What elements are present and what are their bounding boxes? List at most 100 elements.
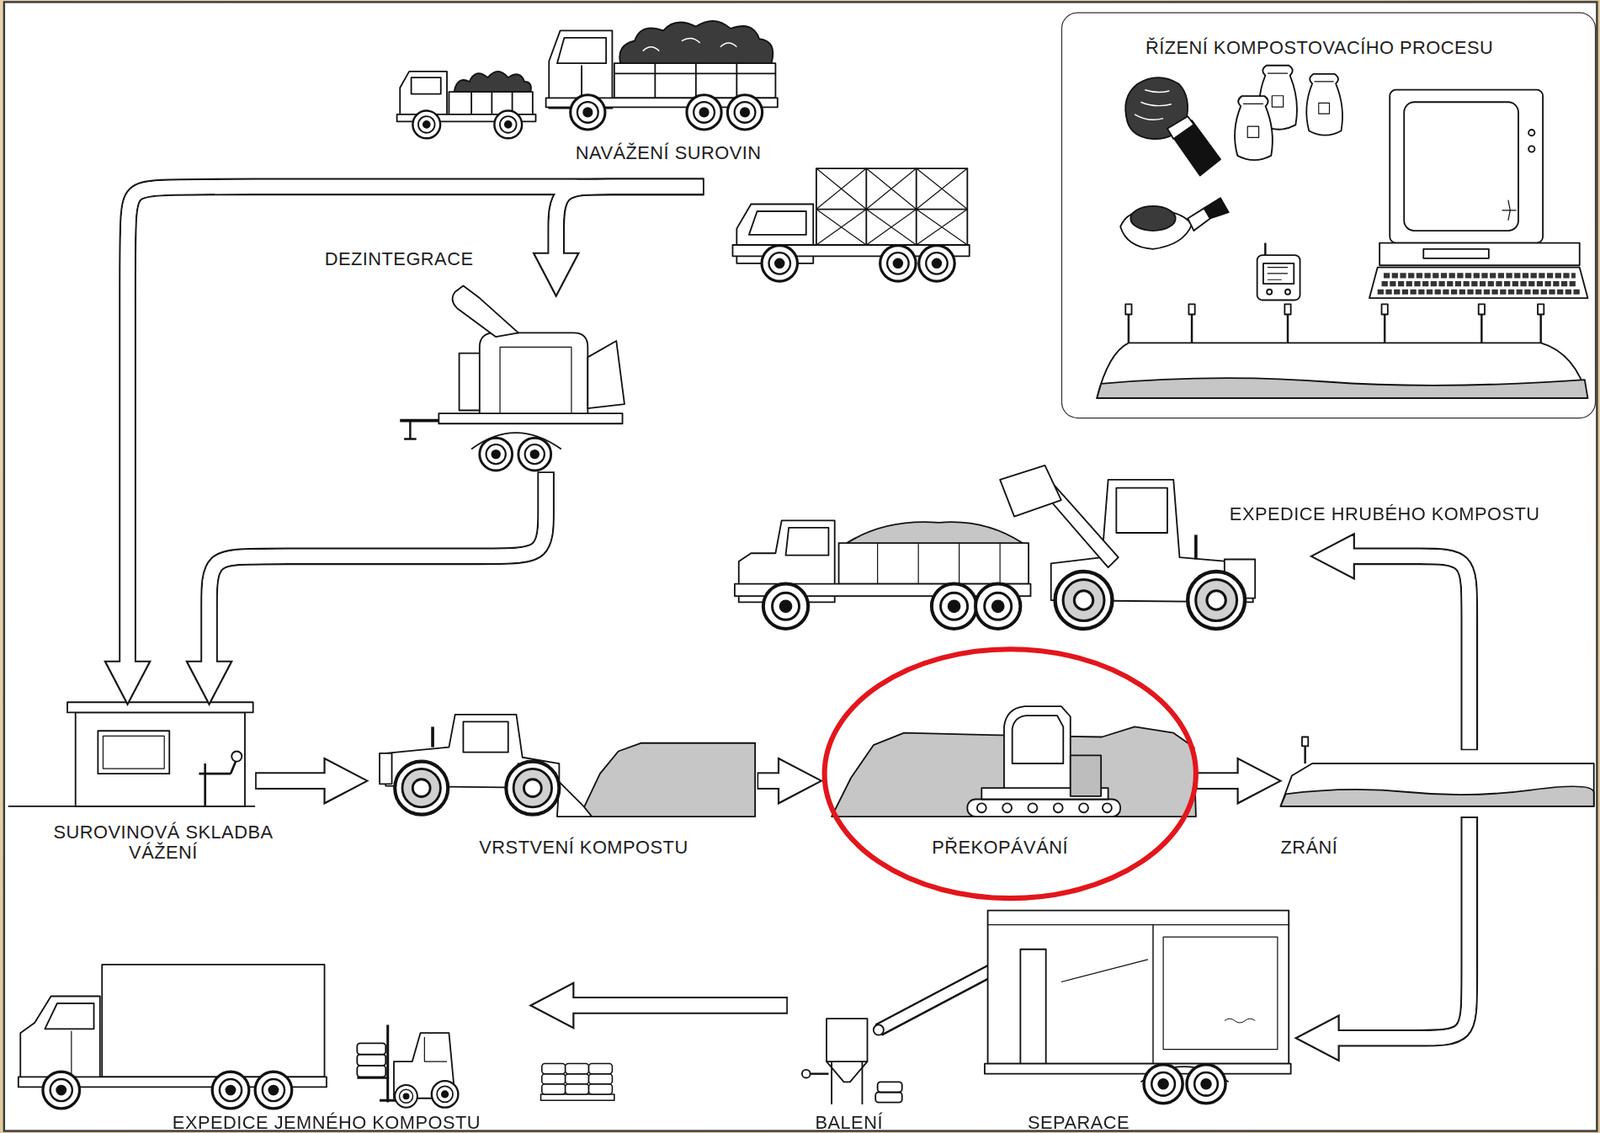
arrow-fill xyxy=(1350,556,1470,750)
box-truck xyxy=(749,211,807,235)
arrow-fill xyxy=(209,473,547,665)
stage-label: SUROVINOVÁ SKLADBA VÁŽENÍ xyxy=(25,821,301,863)
bagging-unit xyxy=(877,1081,903,1092)
small-truck xyxy=(397,71,537,139)
stage-label: PŘEKOPÁVÁNÍ xyxy=(786,836,1215,857)
delivery-truck xyxy=(42,1071,80,1109)
process-stage: VRSTVENÍ KOMPOSTU xyxy=(366,701,757,817)
wheel-loader xyxy=(379,753,393,784)
wheel-loader xyxy=(379,714,755,817)
delivery-truck xyxy=(18,964,327,1109)
weighing-office xyxy=(102,735,165,769)
stage-label: VRSTVENÍ KOMPOSTU xyxy=(369,836,798,857)
computer xyxy=(1502,200,1517,221)
arrow-head xyxy=(1296,1015,1340,1061)
flow-arrow xyxy=(1311,533,1470,750)
process-stage: NAVÁŽENÍ SUROVIN xyxy=(704,15,975,286)
wheel-loader xyxy=(1116,488,1168,533)
thermometer xyxy=(1285,289,1291,295)
stage-label: EXPEDICE JEMNÉHO KOMPOSTU xyxy=(111,1112,541,1133)
flow-arrow xyxy=(533,186,704,297)
process-stage: BALENÍ xyxy=(787,994,890,1106)
process-stage: EXPEDICE HRUBÉHO KOMPOSTU xyxy=(729,464,1312,630)
arrow-fill xyxy=(556,186,703,256)
arrow-fill-layer xyxy=(127,186,1470,1038)
arrow-fill xyxy=(256,774,328,788)
bag-pallet xyxy=(589,1063,613,1074)
flatbed-truck xyxy=(619,21,773,64)
flow-arrow xyxy=(530,983,788,1028)
wheel-loader xyxy=(462,721,508,752)
monitored-windrow xyxy=(1125,303,1132,314)
forklift xyxy=(394,1084,418,1108)
wood-chipper xyxy=(399,419,441,423)
delivery-truck xyxy=(101,964,325,1077)
monitored-windrow xyxy=(1537,303,1544,314)
arrow-head xyxy=(1311,533,1355,579)
turner-excavator xyxy=(1070,754,1101,797)
arrow-fill xyxy=(1350,556,1470,750)
monitored-windrow xyxy=(1382,303,1388,314)
arrow-fill xyxy=(570,998,787,1012)
wood-chipper xyxy=(452,286,519,338)
bagging-unit xyxy=(802,1018,903,1105)
bagging-unit xyxy=(802,1069,811,1079)
box-truck xyxy=(816,168,968,245)
bag-pallet xyxy=(589,1073,613,1085)
flatbed-truck xyxy=(727,95,762,130)
wheel-loader xyxy=(430,726,435,747)
weighing-office xyxy=(198,761,236,807)
wheel-loader xyxy=(557,781,592,817)
wheel-loader xyxy=(999,465,1255,629)
flatbed-truck xyxy=(546,21,778,130)
bag-pallet xyxy=(565,1063,590,1074)
process-stage: ZRÁNÍ xyxy=(1281,749,1595,817)
flow-arrow xyxy=(186,471,547,704)
turner-excavator xyxy=(1012,715,1064,764)
compost-sacks xyxy=(1306,74,1343,136)
box-truck xyxy=(919,245,955,282)
stage-label: BALENÍ xyxy=(746,1112,951,1133)
stage-label: SEPARACE xyxy=(976,1112,1181,1133)
dump-truck xyxy=(877,542,1000,585)
small-truck xyxy=(411,77,442,94)
wheel-loader xyxy=(579,743,756,817)
arrow-fill xyxy=(127,186,703,665)
screening-machine xyxy=(1163,936,1278,1049)
computer xyxy=(1369,267,1588,298)
flatbed-truck xyxy=(614,63,777,98)
maturing-windrow xyxy=(1302,737,1308,747)
computer xyxy=(1389,90,1543,244)
delivery-truck xyxy=(44,1003,94,1029)
weighing-office xyxy=(8,701,256,807)
arrow-head xyxy=(1238,758,1282,803)
wheel-loader xyxy=(394,761,448,815)
compost-sample-hand xyxy=(1125,77,1221,176)
dump-truck xyxy=(846,521,1023,543)
screening-machine xyxy=(1143,1064,1183,1104)
frame-panel xyxy=(4,1,1598,1131)
arrow-outline xyxy=(209,471,547,662)
computer xyxy=(1403,101,1519,231)
arrow-head xyxy=(186,661,232,705)
flow-arrow xyxy=(105,186,705,705)
flatbed-truck xyxy=(570,95,606,130)
bag-pallet xyxy=(542,1084,566,1095)
wheel-loader xyxy=(1194,534,1198,559)
arrow-fill xyxy=(1335,818,1470,1038)
bag-pallet xyxy=(542,1063,566,1074)
wheel-loader xyxy=(999,465,1062,517)
compost-sacks xyxy=(1234,95,1273,160)
computer xyxy=(1423,249,1489,259)
wood-chipper xyxy=(518,437,552,471)
forklift xyxy=(356,1065,386,1077)
monitored-windrow xyxy=(1478,303,1485,314)
arrow-head xyxy=(533,253,579,297)
forklift xyxy=(431,1080,459,1108)
compost-sacks xyxy=(1234,65,1343,160)
compost-palm-hand xyxy=(1204,197,1229,218)
turner-excavator xyxy=(831,706,1197,817)
